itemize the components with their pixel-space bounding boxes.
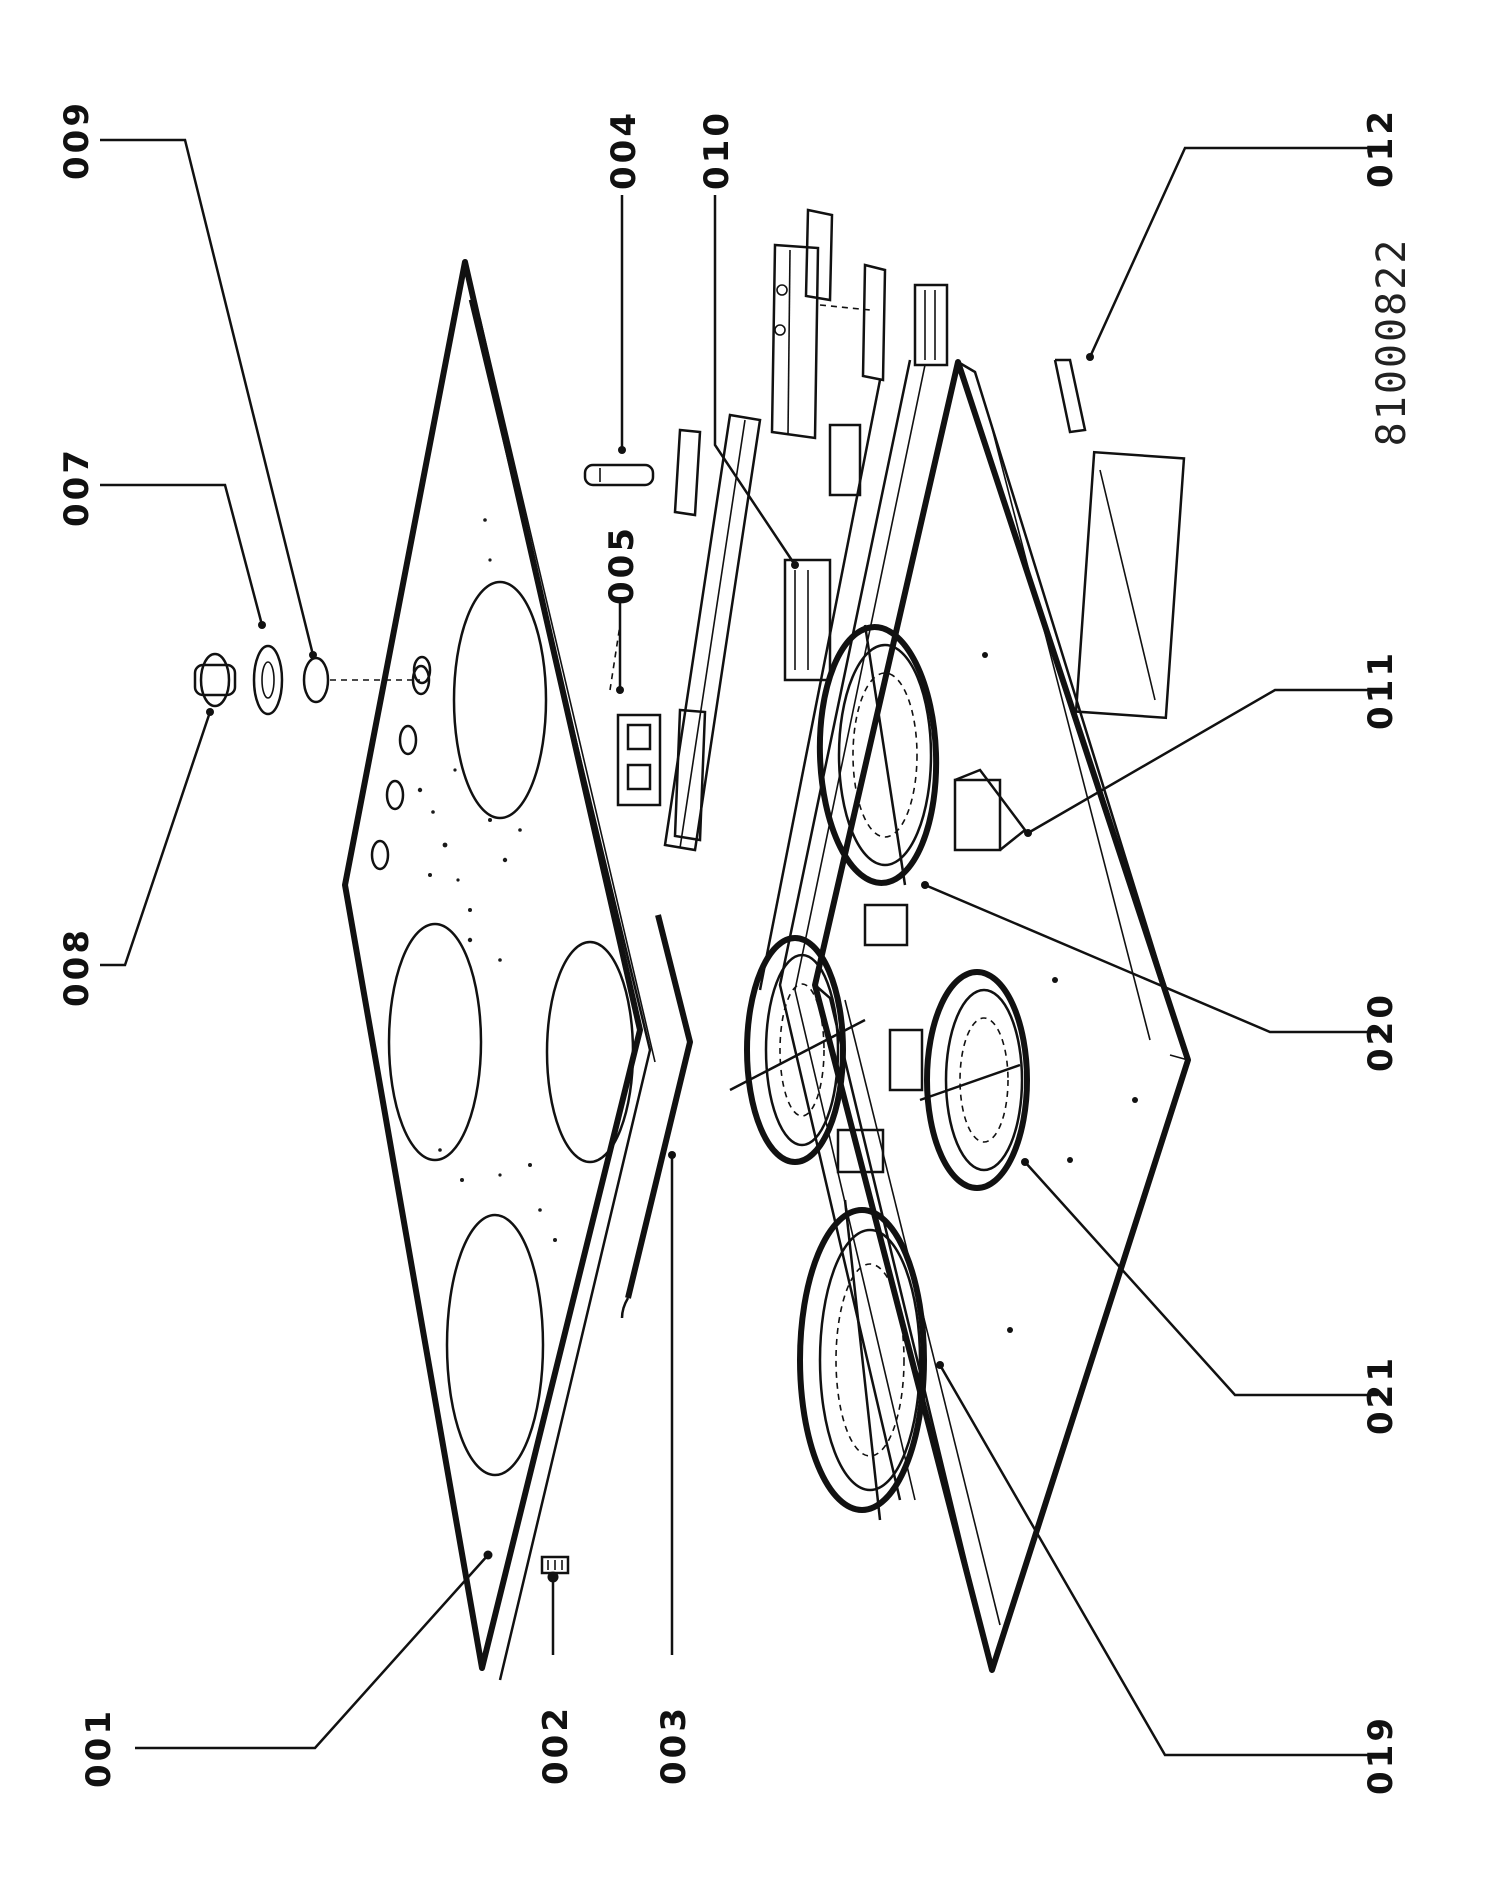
small-clip-part [540, 1555, 570, 1575]
callout-003: 003 [654, 1705, 694, 1785]
callout-002: 002 [536, 1705, 576, 1785]
callout-008: 008 [57, 927, 97, 1007]
control-knob-assembly [193, 644, 420, 716]
callout-010: 010 [697, 110, 737, 190]
control-electronics [583, 208, 949, 852]
callout-012: 012 [1361, 108, 1401, 188]
callout-020: 020 [1361, 992, 1401, 1072]
seal-strip [620, 914, 693, 1319]
callout-021: 021 [1361, 1355, 1401, 1435]
drawing-number: 81000822 [1369, 238, 1415, 447]
callout-labels: 001 002 003 004 005 007 008 009 010 011 … [57, 100, 1401, 1795]
glass-speckle-texture [417, 518, 557, 1242]
callout-009: 009 [57, 100, 97, 180]
callout-005: 005 [602, 525, 642, 605]
callout-leader-lines [100, 138, 1378, 1757]
callout-001: 001 [79, 1708, 119, 1788]
callout-011: 011 [1361, 650, 1401, 730]
radiant-heating-elements [729, 624, 1030, 1521]
callout-004: 004 [604, 110, 644, 190]
callout-007: 007 [57, 447, 97, 527]
glass-ceramic-hob-top [342, 259, 656, 1681]
callout-019: 019 [1361, 1715, 1401, 1795]
